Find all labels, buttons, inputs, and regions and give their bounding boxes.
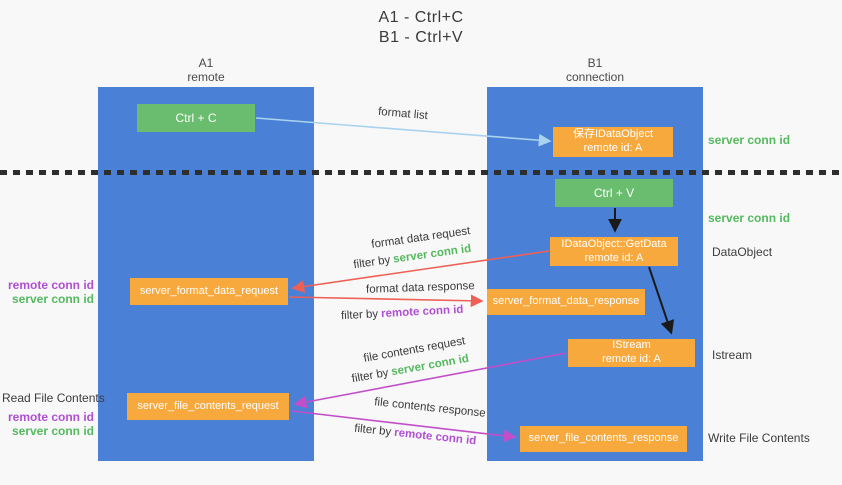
annotation-conn-ids-upper: remote conn id server conn id xyxy=(0,278,94,307)
format-data-response-text: format data response xyxy=(365,280,475,296)
column-b1-role: connection xyxy=(565,70,625,85)
edge-label-file-contents-response: file contents response xyxy=(374,396,487,420)
node-idataobject-getdata: IDataObject::GetData remote id: A xyxy=(550,237,678,266)
node-server-format-data-request-label: server_format_data_request xyxy=(139,284,279,297)
node-server-file-contents-request: server_file_contents_request xyxy=(127,393,289,420)
annotation-conn-ids-lower: remote conn id server conn id xyxy=(0,410,94,439)
file-contents-response-text: file contents response xyxy=(373,396,487,420)
arrow-format-data-response xyxy=(288,294,484,308)
remote-conn-id-text: remote conn id xyxy=(380,303,464,321)
node-server-format-data-response: server_format_data_response xyxy=(487,289,645,315)
title-line-ctrl-v: B1 - Ctrl+V xyxy=(378,29,464,46)
filter-by-text: filter by xyxy=(353,422,392,439)
annotation-server-conn-id-lower: server conn id xyxy=(11,424,94,439)
node-server-file-contents-response-label: server_file_contents_response xyxy=(528,432,679,445)
node-save-idataobject: 保存IDataObject remote id: A xyxy=(553,127,673,157)
annotation-read-file-contents: Read File Contents xyxy=(2,391,105,405)
annotation-istream: Istream xyxy=(712,348,753,362)
edge-label-filter-remote-conn-id-2: filter by remote conn id xyxy=(354,423,477,448)
edge-label-format-data-response: format data response xyxy=(366,280,475,296)
node-ctrl-v-label: Ctrl + V xyxy=(593,185,635,200)
column-a1-id: A1 xyxy=(198,56,214,70)
column-header-a1: A1 remote xyxy=(146,56,266,85)
annotation-server-conn-id-top: server conn id xyxy=(708,133,791,147)
column-b1-id: B1 xyxy=(587,56,603,70)
node-save-idataobject-line1: 保存IDataObject xyxy=(572,128,654,141)
format-list-text: format list xyxy=(377,105,429,123)
column-a1-role: remote xyxy=(187,70,225,85)
node-server-format-data-request: server_format_data_request xyxy=(130,278,288,305)
node-server-file-contents-response: server_file_contents_response xyxy=(520,426,687,452)
column-header-b1: B1 connection xyxy=(535,56,655,85)
annotation-server-conn-id-mid: server conn id xyxy=(708,211,791,225)
node-ctrl-c-label: Ctrl + C xyxy=(175,110,217,125)
annotation-remote-conn-id-lower: remote conn id xyxy=(7,410,94,424)
node-ctrl-v: Ctrl + V xyxy=(555,179,673,207)
node-ctrl-c: Ctrl + C xyxy=(137,104,255,132)
node-save-idataobject-line2: remote id: A xyxy=(583,142,643,154)
phase-divider-dotted-line xyxy=(0,170,842,175)
node-server-file-contents-request-label: server_file_contents_request xyxy=(137,399,279,412)
filter-by-text: filter by xyxy=(340,308,379,323)
edge-label-format-list: format list xyxy=(378,106,429,122)
node-istream-line2: remote id: A xyxy=(602,353,661,365)
annotation-write-file-contents: Write File Contents xyxy=(708,431,810,445)
node-getdata-line1: IDataObject::GetData xyxy=(561,237,667,250)
remote-conn-id-text: remote conn id xyxy=(393,426,477,448)
annotation-server-conn-id-upper: server conn id xyxy=(11,292,94,307)
node-istream-line1: IStream xyxy=(612,339,651,352)
annotation-dataobject: DataObject xyxy=(712,245,773,259)
title-line-ctrl-c: A1 - Ctrl+C xyxy=(378,9,464,26)
node-getdata-line2: remote id: A xyxy=(584,251,644,264)
diagram-title: A1 - Ctrl+C B1 - Ctrl+V xyxy=(0,8,842,48)
filter-by-text: filter by xyxy=(352,254,392,272)
node-server-format-data-response-label: server_format_data_response xyxy=(492,295,640,308)
annotation-remote-conn-id-upper: remote conn id xyxy=(7,278,94,292)
edge-label-filter-server-conn-id-1: filter by server conn id xyxy=(353,243,472,271)
filter-by-text: filter by xyxy=(350,366,390,386)
node-istream: IStream remote id: A xyxy=(568,339,695,367)
edge-label-filter-remote-conn-id-1: filter by remote conn id xyxy=(341,304,464,322)
